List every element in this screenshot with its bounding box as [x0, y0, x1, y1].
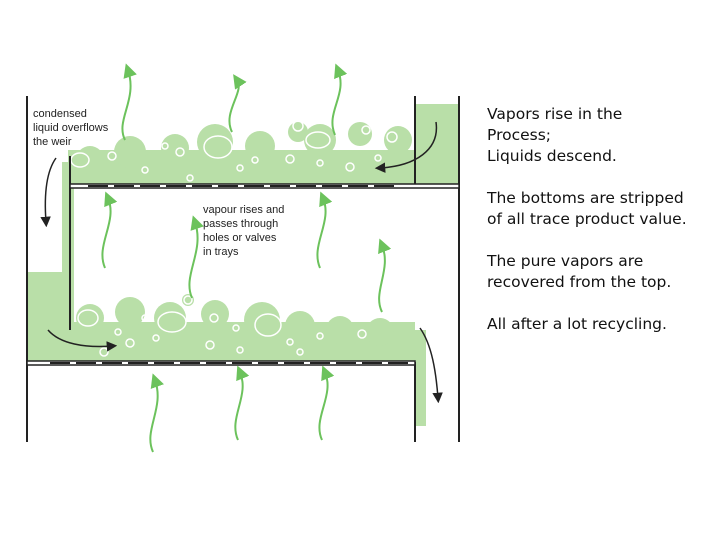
liquid-flow-arrows: [40, 121, 443, 404]
vapour-arrow-mid-2: [188, 215, 204, 299]
vapour-arrow-mid-4: [378, 238, 392, 313]
liquid-arrow-left-overflow: [40, 157, 57, 228]
liquid-arrow-right-downcomer: [374, 121, 438, 173]
column-walls: [26, 96, 460, 442]
note-recycling: All after a lot recycling.: [487, 315, 667, 333]
vapour-arrow-top-2: [228, 74, 247, 133]
vapour-arrow-mid-3: [316, 191, 333, 269]
lower-bubbles: [77, 295, 367, 357]
vapour-arrow-bot-3: [318, 365, 335, 441]
vapour-arrow-mid-1: [101, 191, 118, 269]
vapour-arrow-bot-1: [149, 373, 164, 453]
note-bottoms-stripped: The bottoms are stripped of all trace pr…: [487, 189, 687, 228]
note-pure-vapors: The pure vapors are recovered from the t…: [487, 252, 672, 291]
liquid-arrow-lower-left: [47, 329, 118, 352]
vapour-arrows: [101, 63, 392, 453]
upper-tray-plate: [69, 183, 460, 189]
condensed-liquid-label: condensed liquid overflows the weir: [33, 108, 111, 148]
explanation-notes: Vapors rise in the Process; Liquids desc…: [487, 104, 713, 356]
lower-tray-liquid: [28, 272, 426, 426]
upper-tray-holes: [88, 185, 394, 187]
note-vapors-rise: Vapors rise in the Process; Liquids desc…: [487, 105, 623, 165]
vapour-arrow-top-1: [121, 63, 137, 141]
vapour-arrow-bot-2: [234, 365, 250, 441]
liquid-arrow-right-overflow: [419, 327, 443, 404]
vapour-rises-label: vapour rises and passes through holes or…: [203, 204, 287, 258]
upper-bubbles: [70, 120, 398, 182]
lower-tray-holes: [50, 362, 408, 364]
vapour-arrow-top-3: [331, 63, 348, 136]
